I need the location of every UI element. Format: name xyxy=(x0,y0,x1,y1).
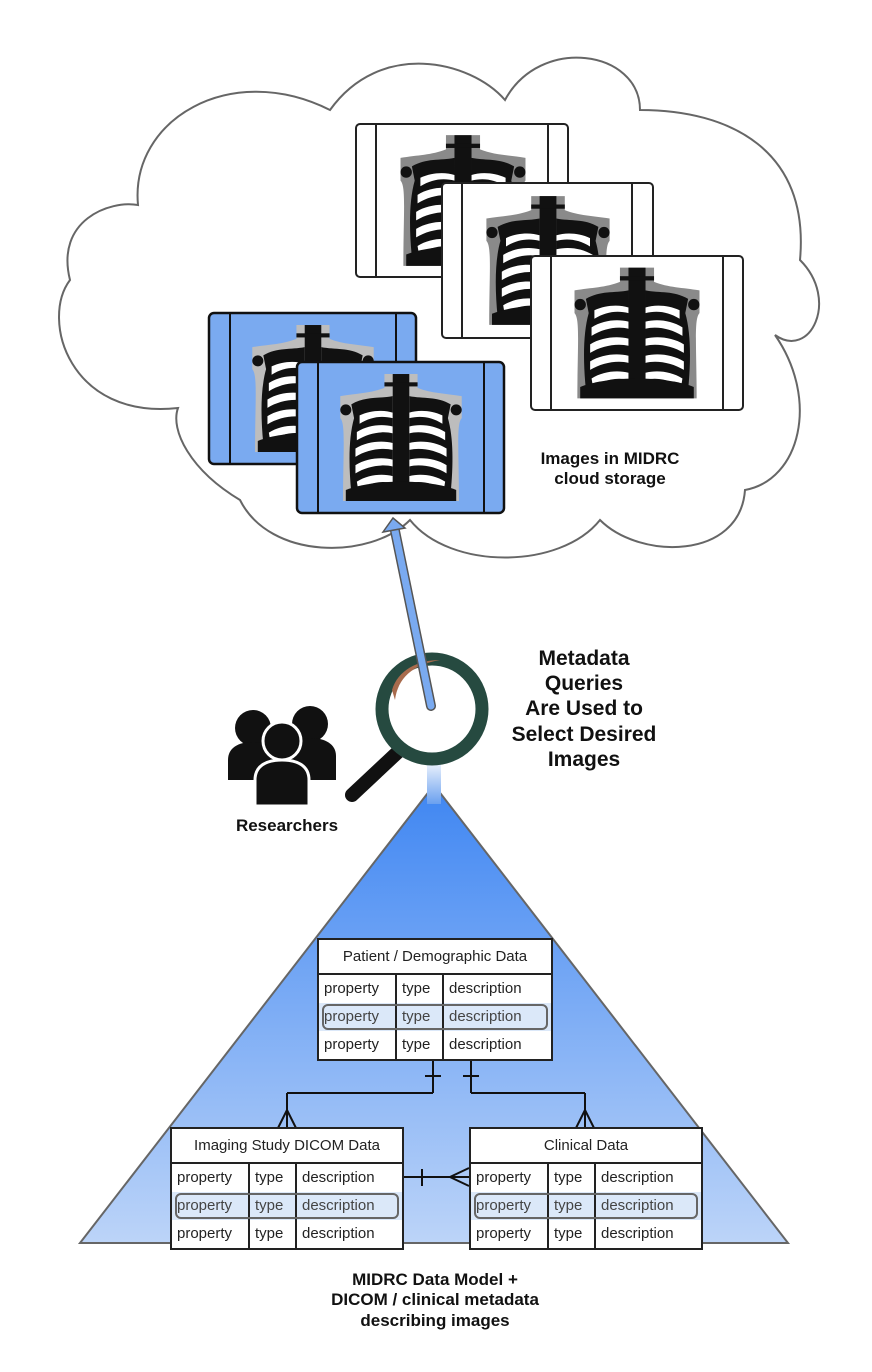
description-cell: description xyxy=(601,1225,674,1242)
query-label-line5: Images xyxy=(547,747,621,771)
model-label-line3: describing images xyxy=(360,1310,510,1330)
model-label-line1: MIDRC Data Model + xyxy=(352,1270,518,1289)
pyramid-stem xyxy=(427,764,441,804)
relationship-connectors xyxy=(277,1059,595,1187)
query-label-line1: Metadata xyxy=(538,647,630,670)
xray-image-card xyxy=(530,255,744,411)
property-cell: property xyxy=(319,1003,397,1031)
researchers-label: Researchers xyxy=(235,816,339,835)
model-label-line2: DICOM / clinical metadata xyxy=(331,1290,539,1310)
highlighted-table-row: property type description xyxy=(172,1192,402,1220)
query-arrow xyxy=(381,516,436,711)
table-title: Patient / Demographic Data xyxy=(319,940,551,975)
table-title: Clinical Data xyxy=(471,1129,701,1164)
table-row: property type description xyxy=(172,1220,402,1248)
imaging-dicom-table: Imaging Study DICOM Data property type d… xyxy=(170,1127,404,1250)
property-cell: property xyxy=(471,1220,549,1248)
type-cell: type xyxy=(549,1192,596,1220)
highlighted-table-row: property type description xyxy=(319,1003,551,1031)
description-cell: description xyxy=(302,1169,375,1186)
property-cell: property xyxy=(172,1164,250,1192)
description-cell: description xyxy=(449,1036,522,1053)
query-label-line2: Queries xyxy=(544,672,624,696)
cloud-storage-label: Images in MIDRC cloud storage xyxy=(530,449,690,490)
data-model-label: MIDRC Data Model + DICOM / clinical meta… xyxy=(280,1270,590,1331)
cloud-label-line2: cloud storage xyxy=(554,469,666,489)
group-people-icon xyxy=(228,706,336,808)
metadata-query-label: Metadata Queries Are Used to Select Desi… xyxy=(494,646,674,772)
clinical-data-table: Clinical Data property type description … xyxy=(469,1127,703,1250)
property-cell: property xyxy=(319,975,397,1003)
property-cell: property xyxy=(172,1220,250,1248)
patient-demographic-table: Patient / Demographic Data property type… xyxy=(317,938,553,1061)
property-cell: property xyxy=(471,1164,549,1192)
description-cell: description xyxy=(302,1225,375,1242)
table-row: property type description xyxy=(319,975,551,1003)
selected-xray-image-card xyxy=(295,360,506,515)
highlighted-table-row: property type description xyxy=(471,1192,701,1220)
property-cell: property xyxy=(319,1031,397,1059)
property-cell: property xyxy=(471,1192,549,1220)
type-cell: type xyxy=(397,1003,444,1031)
type-cell: type xyxy=(250,1220,297,1248)
type-cell: type xyxy=(250,1192,297,1220)
type-cell: type xyxy=(397,1031,444,1059)
table-title: Imaging Study DICOM Data xyxy=(172,1129,402,1164)
type-cell: type xyxy=(250,1164,297,1192)
type-cell: type xyxy=(397,975,444,1003)
cloud-label-line1: Images in MIDRC xyxy=(540,449,680,468)
table-row: property type description xyxy=(471,1164,701,1192)
description-cell: description xyxy=(302,1197,375,1214)
description-cell: description xyxy=(449,1008,522,1025)
description-cell: description xyxy=(601,1169,674,1186)
table-row: property type description xyxy=(319,1031,551,1059)
magnifying-glass-icon xyxy=(345,652,489,802)
type-cell: type xyxy=(549,1164,596,1192)
table-row: property type description xyxy=(471,1220,701,1248)
description-cell: description xyxy=(449,980,522,997)
description-cell: description xyxy=(601,1197,674,1214)
table-row: property type description xyxy=(172,1164,402,1192)
type-cell: type xyxy=(549,1220,596,1248)
query-label-line4: Select Desired xyxy=(511,722,657,746)
property-cell: property xyxy=(172,1192,250,1220)
query-label-line3: Are Used to xyxy=(525,697,643,721)
